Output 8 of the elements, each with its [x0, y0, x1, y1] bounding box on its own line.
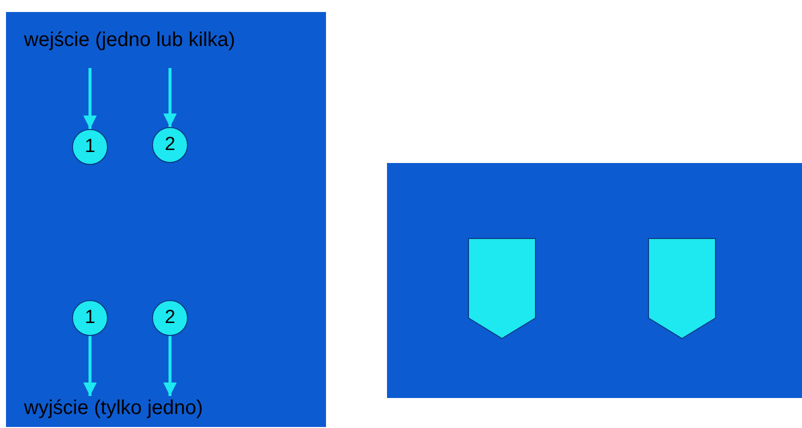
arrow [83, 68, 97, 129]
io-label: wejście (jedno lub kilka) [24, 28, 236, 52]
pentagon-marker [468, 238, 536, 339]
io-label: wyjście (tylko jedno) [24, 396, 203, 420]
arrow [83, 336, 97, 396]
pentagon-marker [648, 238, 716, 339]
arrow [163, 68, 177, 127]
arrow [163, 336, 177, 396]
